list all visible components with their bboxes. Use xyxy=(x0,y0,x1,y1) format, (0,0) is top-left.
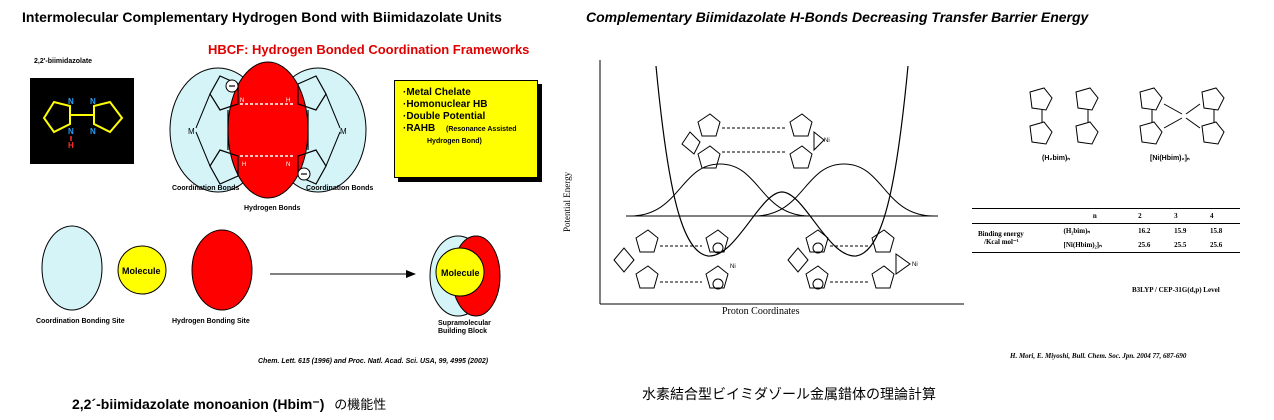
features-box: ·Metal Chelate ·Homonuclear HB ·Double P… xyxy=(394,80,538,178)
svg-text:H: H xyxy=(242,162,246,168)
feature-rahb-label: ·RAHB xyxy=(403,123,436,134)
row-value: 25.5 xyxy=(1174,241,1187,249)
row-value: 16.2 xyxy=(1138,227,1151,235)
molecule-label-2: Molecule xyxy=(441,268,480,278)
binding-energy-table: n 2 3 4 Binding energy /Kcal mol⁻¹ (H₂bi… xyxy=(972,208,1240,253)
supramolecular-label-1: Supramolecular xyxy=(438,320,491,327)
svg-text:N: N xyxy=(240,98,244,104)
right-bottom-caption-jp: 水素結合型ビイミダゾール金属錯体の理論計算 xyxy=(642,386,936,402)
svg-text:M: M xyxy=(340,127,347,136)
left-title: Intermolecular Complementary Hydrogen Bo… xyxy=(22,9,502,25)
rahb-note-line-2: Hydrogen Bond) xyxy=(427,138,482,145)
rahb-note-line-1: (Resonance Assisted xyxy=(446,126,517,133)
hbcf-title: HBCF: Hydrogen Bonded Coordination Frame… xyxy=(208,42,530,57)
potential-energy-plot: Ni Ni Ni xyxy=(599,60,964,305)
binding-energy-label-1: Binding energy xyxy=(978,230,1024,238)
coordination-site-label: Coordination Bonding Site xyxy=(36,318,125,325)
coordination-bonds-right-label: Coordination Bonds xyxy=(306,185,374,192)
dimer-bottom-right-sketch xyxy=(787,229,911,290)
supramolecular-label-2: Building Block xyxy=(438,328,487,335)
left-bottom-caption: 2,2´-biimidazolate monoanion (Hbim⁻) の機能… xyxy=(72,394,386,413)
feature-rahb: ·RAHB (Resonance Assisted xyxy=(403,123,529,136)
left-hump xyxy=(629,163,811,217)
ni-label-bottom-right: Ni xyxy=(912,262,918,268)
row-label: [Ni(Hbim)₂]ₙ xyxy=(1063,241,1102,249)
ni-label-top: Ni xyxy=(824,138,830,144)
table-row: [Ni(Hbim)₂]ₙ 25.6 25.5 25.6 xyxy=(972,238,1240,252)
row-label: (H₂bim)ₙ xyxy=(1063,227,1091,235)
molecule-label-1: Molecule xyxy=(122,266,161,276)
method-label: B3LYP / CEP-31G(d,p) Level xyxy=(1132,286,1220,294)
row-value: 25.6 xyxy=(1138,241,1151,249)
feature-double-potential: ·Double Potential xyxy=(403,111,486,122)
molecule-circle-2 xyxy=(435,247,485,297)
left-bottom-caption-en: 2,2´-biimidazolate monoanion (Hbim⁻) xyxy=(72,396,325,412)
hbcf-diagram: M M N H H N xyxy=(169,61,367,199)
svg-text:H: H xyxy=(68,141,74,150)
row-value: 25.6 xyxy=(1210,241,1223,249)
svg-text:N: N xyxy=(90,97,96,106)
biimidazolate-structure: N N N N H xyxy=(30,78,134,164)
dimer-bottom-left-sketch xyxy=(613,229,729,290)
dimer-top-sketch xyxy=(681,113,825,169)
left-reference: Chem. Lett. 615 (1996) and Proc. Natl. A… xyxy=(258,358,489,365)
table-row: Binding energy /Kcal mol⁻¹ (H₂bim)ₙ 16.2… xyxy=(972,224,1240,246)
structure-label-2: [Ni(Hbim)₂]ₙ xyxy=(1150,155,1190,162)
molecule-circle-1 xyxy=(117,245,167,295)
x-axis-label: Proton Coordinates xyxy=(722,306,800,317)
table-header-n: n xyxy=(1092,212,1097,220)
y-axis-label: Potential Energy xyxy=(562,171,572,232)
svg-text:H: H xyxy=(286,98,290,104)
svg-text:N: N xyxy=(68,127,74,136)
table-header-col-2: 2 xyxy=(1138,212,1142,220)
right-reference: H. Mori, E. Miyoshi, Bull. Chem. Soc. Jp… xyxy=(1010,352,1187,360)
coordination-site-shape xyxy=(41,225,103,311)
transform-arrow-head xyxy=(406,270,416,278)
right-hump xyxy=(753,163,935,217)
structure-formulas xyxy=(1029,87,1225,145)
structure-label-1: (H₂bim)ₙ xyxy=(1042,155,1071,162)
building-block-schematic xyxy=(41,225,501,317)
table-header-row: n 2 3 4 xyxy=(972,209,1240,224)
table-header-col-4: 4 xyxy=(1210,212,1214,220)
hydrogen-site-shape xyxy=(191,229,253,311)
svg-text:M: M xyxy=(188,127,195,136)
svg-text:N: N xyxy=(90,127,96,136)
right-title: Complementary Biimidazolate H-Bonds Decr… xyxy=(586,9,1089,25)
feature-metal-chelate: ·Metal Chelate xyxy=(403,87,471,98)
ni-label-bottom-left: Ni xyxy=(730,264,736,270)
double-well-curve xyxy=(655,65,909,257)
svg-text:N: N xyxy=(286,162,290,168)
left-bottom-caption-jp: の機能性 xyxy=(334,397,387,412)
coordination-bonds-left-label: Coordination Bonds xyxy=(172,185,240,192)
row-value: 15.8 xyxy=(1210,227,1223,235)
feature-homonuclear-hb: ·Homonuclear HB xyxy=(403,99,488,110)
svg-text:N: N xyxy=(68,97,74,106)
row-value: 15.9 xyxy=(1174,227,1187,235)
hydrogen-bonds-label: Hydrogen Bonds xyxy=(244,205,301,212)
binding-energy-label-2: /Kcal mol⁻¹ xyxy=(984,238,1019,246)
biimidazolate-label: 2,2'-biimidazolate xyxy=(34,58,93,65)
hydrogen-site-label: Hydrogen Bonding Site xyxy=(172,318,250,325)
table-header-col-3: 3 xyxy=(1174,212,1178,220)
